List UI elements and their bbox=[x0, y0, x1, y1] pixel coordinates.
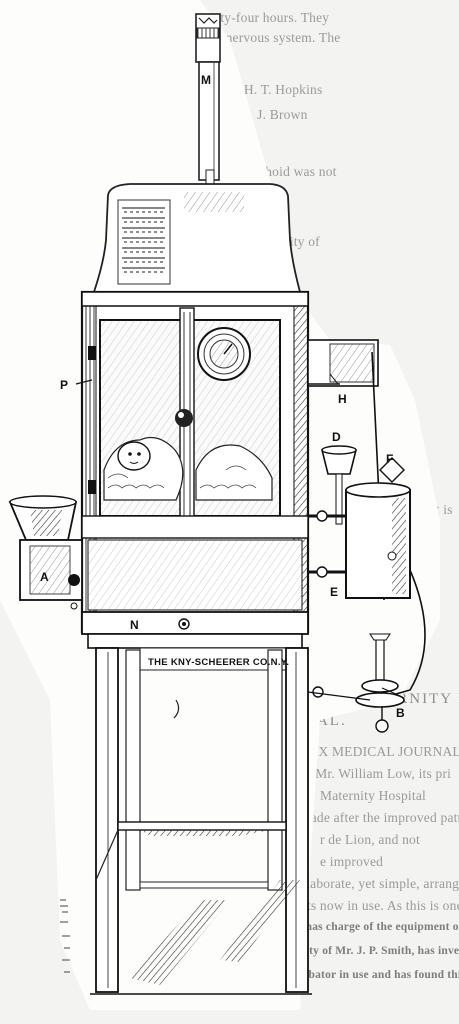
inlet-a bbox=[8, 495, 83, 610]
background-text-line: of Mr. William Low, its pri bbox=[300, 766, 452, 781]
background-text-line: e improved bbox=[320, 854, 384, 869]
background-text-line: Maternity Hospital bbox=[320, 788, 426, 803]
maker-plate: THE KNY-SCHEERER CO.N.Y. bbox=[148, 657, 290, 668]
background-text-line: nts now in use. As this is one of the bbox=[300, 898, 459, 913]
top-hood bbox=[92, 183, 302, 293]
lamp-b bbox=[355, 633, 405, 733]
background-text-line: ncubator in use and has found this one o… bbox=[290, 969, 459, 981]
label-m: M bbox=[201, 73, 211, 87]
background-text-line: EX MEDICAL JOURNAL: bbox=[310, 744, 459, 759]
water-tank bbox=[308, 482, 426, 695]
label-d: D bbox=[332, 430, 341, 444]
label-f: F bbox=[386, 452, 394, 466]
background-text-line: r de Lion, and not bbox=[320, 832, 420, 847]
stand bbox=[60, 633, 371, 995]
label-a: A bbox=[40, 570, 49, 584]
chimney-m bbox=[195, 13, 221, 189]
label-n: N bbox=[130, 618, 139, 632]
background-text-line: ho has charge of the equipment of the bbox=[290, 921, 459, 933]
background-text-line: made after the improved pattern bbox=[300, 810, 459, 825]
background-text-line: elaborate, yet simple, arrangement bbox=[300, 876, 459, 891]
label-b: B bbox=[396, 706, 405, 720]
heater-h bbox=[307, 339, 385, 601]
funnel-d bbox=[320, 445, 405, 525]
cabinet bbox=[80, 290, 310, 635]
label-p: P bbox=[60, 378, 69, 392]
label-h: H bbox=[338, 392, 347, 406]
label-e: E bbox=[330, 585, 339, 599]
background-text-line: ounty of Mr. J. P. Smith, has investigat… bbox=[290, 945, 459, 957]
